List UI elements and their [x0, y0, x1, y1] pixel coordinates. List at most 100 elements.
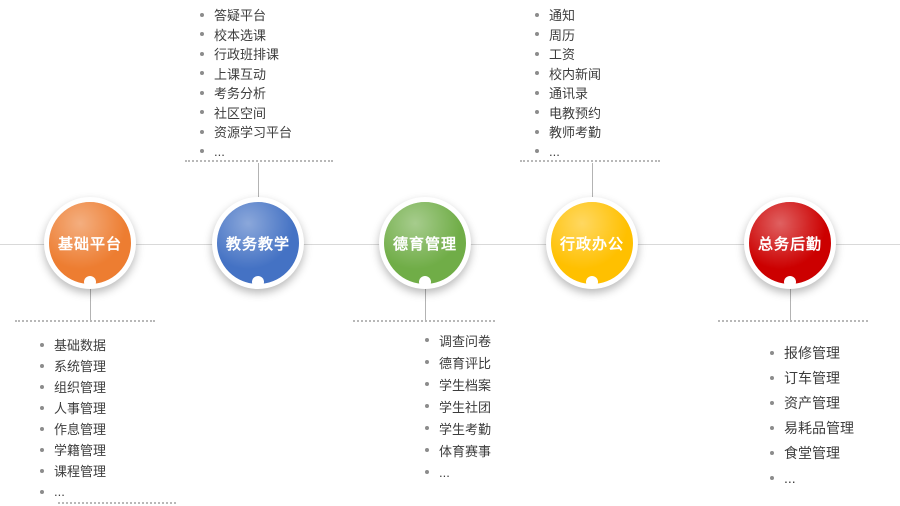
item-label: 易耗品管理 [784, 419, 854, 436]
bullet-icon [200, 129, 204, 134]
connector-general-logistics [790, 288, 791, 322]
item-label: 食堂管理 [784, 444, 840, 461]
item-label: ... [549, 143, 560, 159]
item-list-general-logistics: 报修管理 订车管理 资产管理 易耗品管理 食堂管理 ... [770, 340, 854, 490]
item-label: ... [54, 484, 65, 499]
item-label: 社区空间 [214, 105, 267, 121]
item-label: 调查问卷 [439, 333, 492, 349]
dotted-divider-moral-education [353, 320, 495, 322]
list-item: 食堂管理 [770, 440, 854, 465]
bullet-icon [535, 129, 539, 134]
list-item: 教师考勤 [535, 122, 601, 142]
node-academic-teaching: 教务教学 [212, 197, 304, 289]
item-label: 工资 [549, 47, 576, 63]
item-list-moral-education: 调查问卷 德育评比 学生档案 学生社团 学生考勤 体育赛事 ... [425, 329, 491, 483]
list-item: 系统管理 [40, 355, 106, 376]
list-item: 考务分析 [200, 83, 292, 103]
bullet-icon [40, 426, 44, 431]
list-item: 周历 [535, 25, 601, 45]
item-label: 学生社团 [439, 399, 492, 415]
item-list-foundation-platform: 基础数据 系统管理 组织管理 人事管理 作息管理 学籍管理 课程管理 ... [40, 334, 106, 502]
list-item: ... [40, 481, 106, 502]
bullet-icon [425, 404, 429, 408]
connector-foundation-platform [90, 288, 91, 322]
item-label: ... [784, 469, 796, 486]
item-label: 上课互动 [214, 66, 267, 82]
list-item: 工资 [535, 44, 601, 64]
item-label: 基础数据 [54, 338, 107, 353]
list-item: 报修管理 [770, 340, 854, 365]
item-label: 电教预约 [549, 105, 602, 121]
bullet-icon [425, 448, 429, 452]
dotted-divider-bottom-partial [58, 502, 176, 504]
item-label: 学生考勤 [439, 421, 492, 437]
bullet-icon [425, 360, 429, 364]
bullet-icon [535, 32, 539, 37]
bullet-icon [425, 426, 429, 430]
bullet-icon [770, 400, 774, 405]
node-moral-education-label: 德育管理 [392, 235, 457, 253]
bullet-icon [200, 149, 204, 154]
bullet-icon [770, 475, 774, 480]
item-label: 资源学习平台 [214, 125, 293, 141]
list-item: 基础数据 [40, 334, 106, 355]
list-item: 社区空间 [200, 103, 292, 123]
bullet-icon [200, 12, 204, 17]
item-label: 校内新闻 [549, 66, 602, 82]
dotted-divider-admin-office [520, 160, 660, 162]
list-item: 体育赛事 [425, 439, 491, 461]
list-item: 通讯录 [535, 83, 601, 103]
bullet-icon [535, 110, 539, 115]
list-item: 学生档案 [425, 373, 491, 395]
item-label: ... [439, 464, 450, 480]
item-label: 考务分析 [214, 86, 267, 102]
list-item: ... [200, 142, 292, 162]
list-item: 上课互动 [200, 64, 292, 84]
list-item: 电教预约 [535, 103, 601, 123]
dotted-divider-general-logistics [718, 320, 868, 322]
node-admin-office-label: 行政办公 [559, 235, 624, 253]
bullet-icon [535, 12, 539, 17]
bullet-icon [40, 363, 44, 368]
node-academic-teaching-label: 教务教学 [225, 235, 290, 253]
list-item: 课程管理 [40, 460, 106, 481]
item-label: 报修管理 [784, 344, 840, 361]
list-item: ... [770, 465, 854, 490]
bullet-icon [40, 342, 44, 347]
bullet-icon [40, 405, 44, 410]
node-general-logistics: 总务后勤 [744, 197, 836, 289]
item-list-academic-teaching: 答疑平台 校本选课 行政班排课 上课互动 考务分析 社区空间 资源学习平台 ..… [200, 5, 292, 161]
bullet-icon [425, 382, 429, 386]
bullet-icon [535, 51, 539, 56]
node-general-logistics-label: 总务后勤 [757, 235, 822, 253]
connector-academic-teaching [258, 163, 259, 199]
list-item: 学生考勤 [425, 417, 491, 439]
list-item: 调查问卷 [425, 329, 491, 351]
list-item: 学籍管理 [40, 439, 106, 460]
bullet-icon [425, 338, 429, 342]
item-label: 答疑平台 [214, 8, 267, 24]
item-label: 系统管理 [54, 359, 107, 374]
item-label: 教师考勤 [549, 125, 602, 141]
item-label: 学生档案 [439, 377, 492, 393]
list-item: ... [425, 461, 491, 483]
list-item: 校本选课 [200, 25, 292, 45]
item-label: 周历 [549, 27, 576, 43]
bullet-icon [200, 110, 204, 115]
list-item: 作息管理 [40, 418, 106, 439]
bullet-icon [535, 90, 539, 95]
bullet-icon [535, 71, 539, 76]
bullet-icon [770, 425, 774, 430]
item-label: 组织管理 [54, 380, 107, 395]
bullet-icon [535, 149, 539, 154]
list-item: 行政班排课 [200, 44, 292, 64]
dotted-divider-academic-teaching [185, 160, 333, 162]
list-item: 资源学习平台 [200, 122, 292, 142]
list-item: 订车管理 [770, 365, 854, 390]
list-item: 校内新闻 [535, 64, 601, 84]
bullet-icon [200, 71, 204, 76]
bullet-icon [770, 375, 774, 380]
list-item: 答疑平台 [200, 5, 292, 25]
bullet-icon [200, 51, 204, 56]
